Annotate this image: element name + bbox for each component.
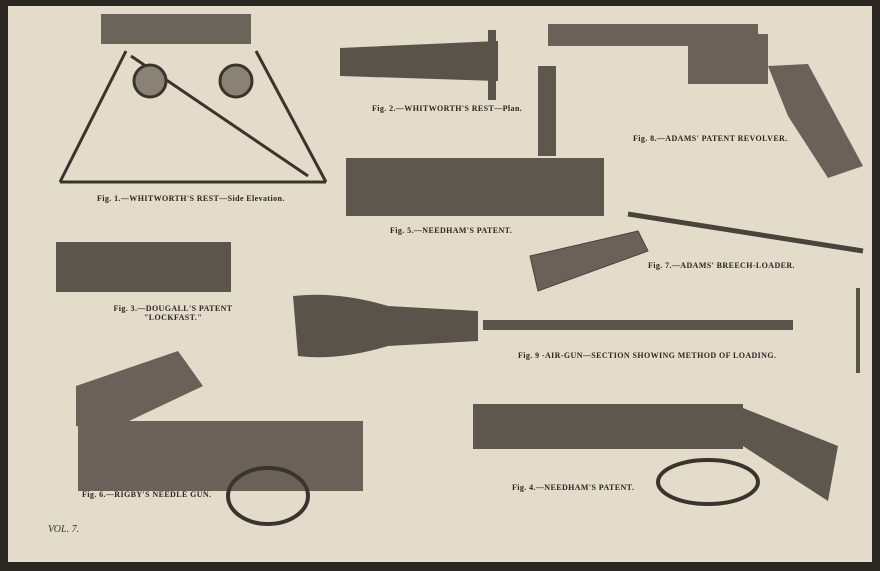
fig5-caption: Fig. 5.—NEEDHAM'S PATENT. [390, 226, 513, 235]
fig6-caption: Fig. 6.—RIGBY'S NEEDLE GUN. [82, 490, 212, 499]
needham-patent-fig5 [346, 66, 604, 216]
whitworth-rest-side-elevation [58, 14, 328, 184]
fig4-caption: Fig. 4.—NEEDHAM'S PATENT. [512, 483, 635, 492]
adams-breech-loader [529, 211, 864, 292]
fig3-caption-line1: Fig. 3.—DOUGALL'S PATENT [113, 304, 233, 313]
volume-label: VOL. 7. [48, 524, 80, 535]
engraving-plate: Fig. 1.—WHITWORTH'S REST—Side Elevation.… [8, 6, 872, 562]
air-gun [293, 288, 860, 373]
fig3-caption-line2: "LOCKFAST." [143, 313, 203, 322]
fig3-caption: Fig. 3.—DOUGALL'S PATENT "LOCKFAST." [108, 304, 238, 322]
fig8-caption: Fig. 8.—ADAMS' PATENT REVOLVER. [633, 134, 788, 143]
illustrations [56, 14, 864, 526]
rigby-needle-gun [76, 351, 363, 526]
fig2-caption: Fig. 2.—WHITWORTH'S REST—Plan. [372, 104, 523, 113]
dougall-lockfast [56, 242, 231, 292]
needham-patent-fig4 [473, 404, 838, 506]
whitworth-rest-plan [340, 30, 498, 100]
fig9-caption: Fig. 9 -AIR-GUN—SECTION SHOWING METHOD O… [518, 351, 777, 360]
fig7-caption: Fig. 7.—ADAMS' BREECH-LOADER. [648, 261, 795, 270]
fig1-caption: Fig. 1.—WHITWORTH'S REST—Side Elevation. [97, 194, 285, 203]
adams-revolver [548, 24, 863, 178]
